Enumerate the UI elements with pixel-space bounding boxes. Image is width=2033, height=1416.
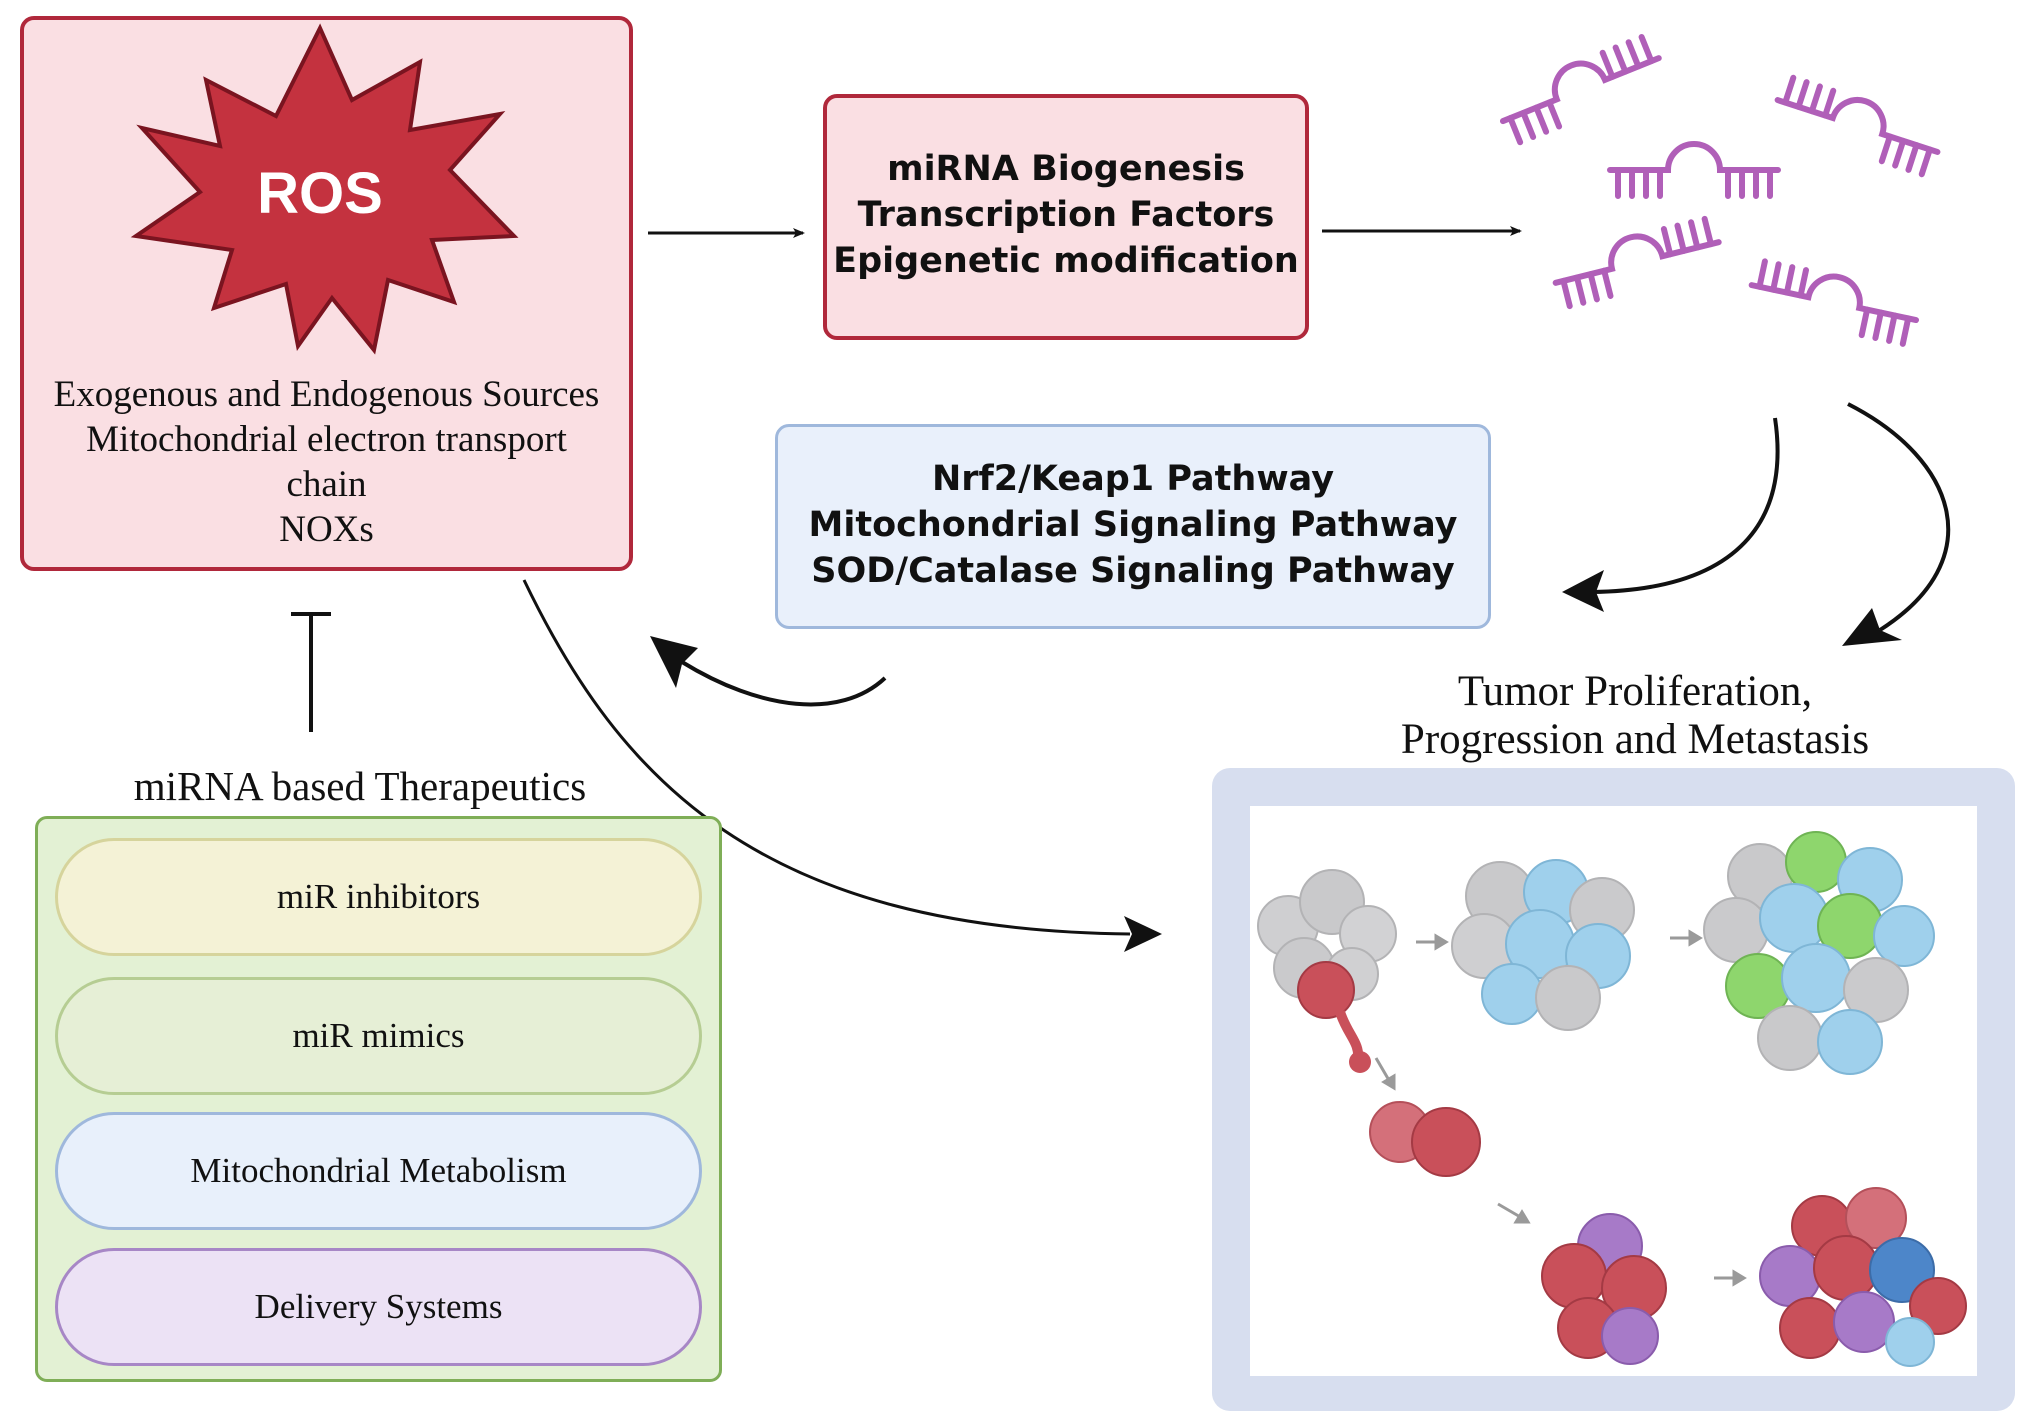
early-tumor-cluster bbox=[1257, 869, 1397, 1073]
tumor-title: Tumor Proliferation, Progression and Met… bbox=[1295, 668, 1975, 764]
progression-arrow-icon bbox=[1416, 933, 1449, 951]
therapeutic-item-mimics: miR mimics bbox=[55, 977, 702, 1095]
progression-arrow-icon bbox=[1374, 1057, 1396, 1091]
ros-sources-text: Exogenous and Endogenous Sources Mitocho… bbox=[24, 372, 629, 552]
biogenesis-line: Transcription Factors bbox=[857, 195, 1275, 235]
biogenesis-line: miRNA Biogenesis bbox=[887, 149, 1245, 189]
therapeutic-item-inhibitors: miR inhibitors bbox=[55, 838, 702, 956]
mirna-hairpin bbox=[1552, 215, 1722, 310]
tumor-title-line: Progression and Metastasis bbox=[1400, 716, 1870, 763]
final-metastatic-cluster bbox=[1759, 1187, 1967, 1367]
mirna-hairpin bbox=[1774, 74, 1941, 178]
ros-source-line: Exogenous and Endogenous Sources bbox=[53, 374, 600, 415]
progression-arrow-icon bbox=[1497, 1202, 1531, 1224]
progression-arrow-icon bbox=[1714, 1269, 1747, 1287]
mirna-biogenesis-text: miRNA Biogenesis Transcription Factors E… bbox=[823, 146, 1309, 284]
arrow-mirna-to-tumor-head bbox=[1842, 608, 1902, 646]
secondary-tumor-cluster bbox=[1541, 1213, 1667, 1365]
arrow-mirna-to-tumor bbox=[1847, 402, 1951, 632]
biogenesis-line: Epigenetic modification bbox=[833, 241, 1299, 281]
arrow-mirna-to-pathway bbox=[1591, 417, 1780, 594]
mirna-hairpin bbox=[1748, 258, 1920, 347]
advanced-tumor-cluster bbox=[1703, 831, 1935, 1075]
pathway-line: Nrf2/Keap1 Pathway bbox=[931, 459, 1335, 499]
signaling-pathway-box bbox=[775, 424, 1491, 629]
ros-source-line: chain bbox=[286, 464, 367, 505]
arrow-pathway-to-ros bbox=[680, 660, 887, 707]
arrow-mirna-to-pathway-head bbox=[1562, 570, 1604, 612]
pathway-line: SOD/Catalase Signaling Pathway bbox=[811, 551, 1455, 591]
mirna-hairpins bbox=[1499, 34, 1941, 347]
arrow-pathway-to-ros-head bbox=[650, 636, 698, 688]
signaling-pathway-text: Nrf2/Keap1 Pathway Mitochondrial Signali… bbox=[775, 456, 1491, 594]
tumor-title-line: Tumor Proliferation, bbox=[1457, 668, 1813, 715]
metastatic-cell-pair bbox=[1369, 1101, 1481, 1177]
ros-starburst-icon bbox=[130, 23, 519, 355]
therapeutic-item-delivery-systems: Delivery Systems bbox=[55, 1248, 702, 1366]
mirna-hairpin bbox=[1499, 34, 1662, 146]
arrow-ros-to-tumor bbox=[522, 579, 1131, 936]
therapeutic-item-mitochondrial-metabolism: Mitochondrial Metabolism bbox=[55, 1112, 702, 1230]
growing-tumor-cluster bbox=[1451, 859, 1635, 1031]
pathway-line: Mitochondrial Signaling Pathway bbox=[808, 505, 1458, 545]
ros-source-line: NOXs bbox=[279, 509, 374, 550]
ros-source-line: Mitochondrial electron transport bbox=[86, 419, 567, 460]
mirna-hairpin bbox=[1607, 141, 1781, 199]
ros-label: ROS bbox=[257, 161, 383, 226]
therapeutics-title: miRNA based Therapeutics bbox=[133, 763, 587, 809]
mirna-biogenesis-box bbox=[823, 94, 1309, 340]
arrow-ros-to-tumor-head bbox=[1124, 916, 1162, 952]
progression-arrow-icon bbox=[1670, 929, 1703, 947]
tumor-illustration bbox=[1257, 831, 1967, 1367]
